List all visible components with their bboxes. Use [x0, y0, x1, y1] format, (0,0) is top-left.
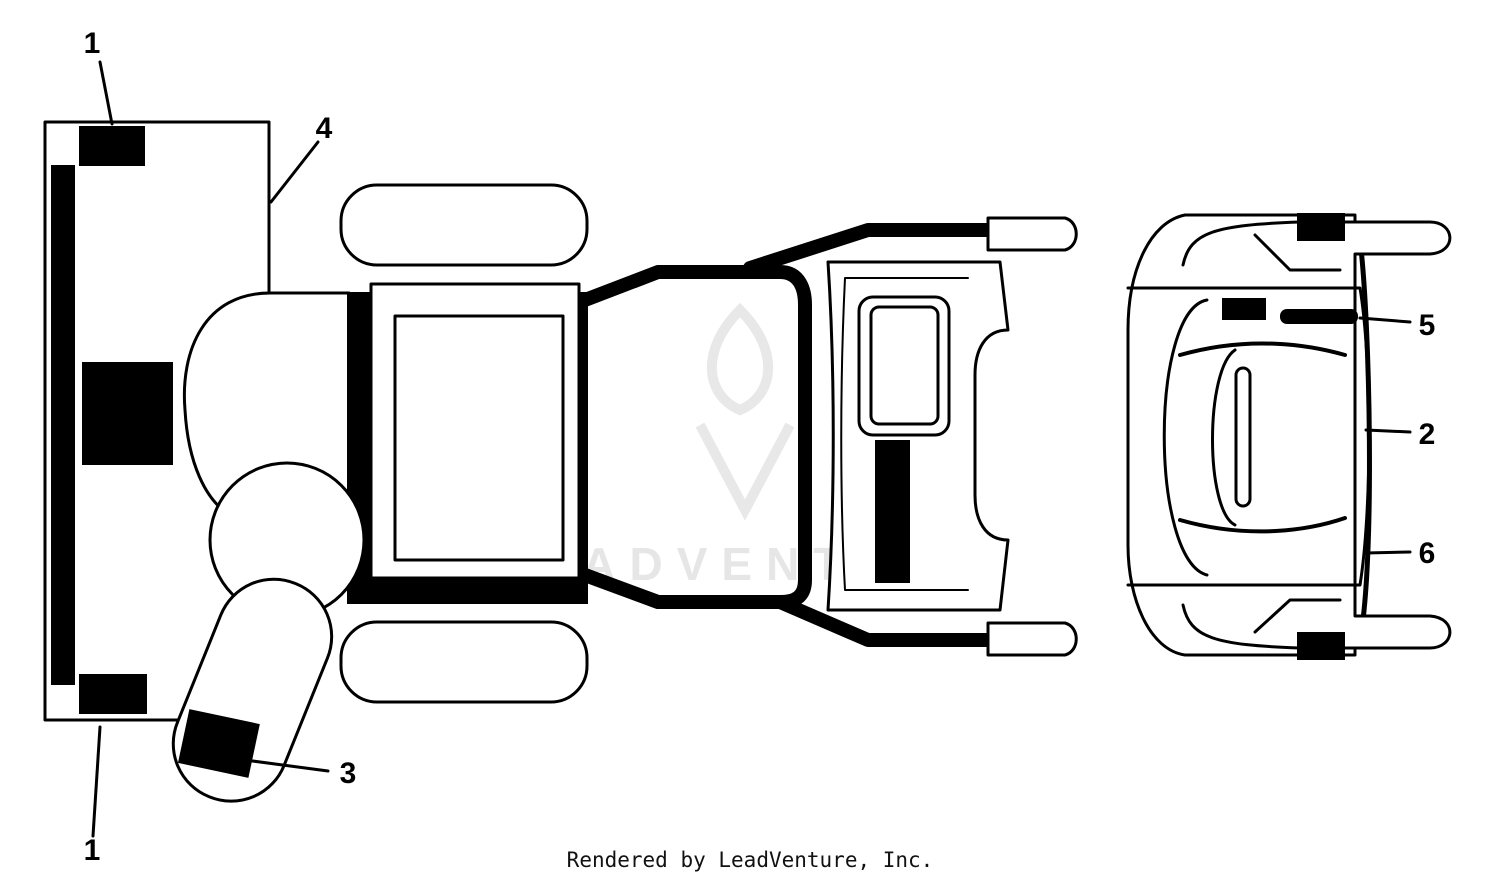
handle-grip-bottom	[986, 621, 1078, 657]
callout-3: 3	[340, 757, 357, 790]
front-wheel-bottom	[339, 620, 589, 704]
front-wheel-top	[339, 183, 589, 267]
callout-4: 4	[316, 112, 333, 145]
panel-inner-edge	[840, 277, 969, 591]
engine-decal-frame	[393, 314, 565, 562]
handle-arm-bottom	[773, 595, 995, 647]
rear-hood-lip	[1211, 348, 1237, 527]
leader-lines	[91, 60, 1412, 838]
callout-6: 6	[1419, 537, 1436, 570]
machine-top-view	[43, 60, 1452, 838]
rear-bracket-top	[1253, 233, 1342, 272]
callout-2: 2	[1419, 418, 1436, 451]
deck-decal-top	[79, 126, 145, 166]
rear-clip-top	[1297, 213, 1345, 241]
footer-credit: Rendered by LeadVenture, Inc.	[566, 848, 934, 872]
handle-arm-top	[743, 223, 995, 275]
rear-decal-small	[1222, 298, 1266, 320]
rear-inner-curve	[1162, 298, 1209, 577]
rear-vent-slot	[1234, 366, 1252, 508]
deck-decal-bottom	[79, 674, 147, 714]
drive-housing	[182, 291, 352, 517]
callouts: 1 1 4 3 5 2 6	[84, 27, 1436, 867]
handle-grip-top	[986, 216, 1078, 252]
chute-decal	[177, 709, 260, 778]
callout-5: 5	[1419, 309, 1436, 342]
rear-unit-side	[1357, 237, 1372, 643]
leadventure-logo-icon	[695, 302, 795, 521]
rear-decal-long	[1280, 309, 1358, 324]
rear-bracket-bottom	[1253, 598, 1342, 634]
rear-unit	[1126, 213, 1452, 660]
deck-decal-center	[82, 362, 173, 465]
callout-1-top: 1	[84, 27, 101, 60]
rear-clip-bottom	[1297, 632, 1345, 660]
panel-display-inner	[869, 305, 940, 426]
panel-decal	[875, 440, 910, 583]
callout-1-bottom: 1	[84, 834, 101, 867]
rear-hood-bottom	[1178, 516, 1347, 534]
rear-hood-top	[1178, 341, 1347, 357]
deck-decal-side	[51, 165, 75, 685]
